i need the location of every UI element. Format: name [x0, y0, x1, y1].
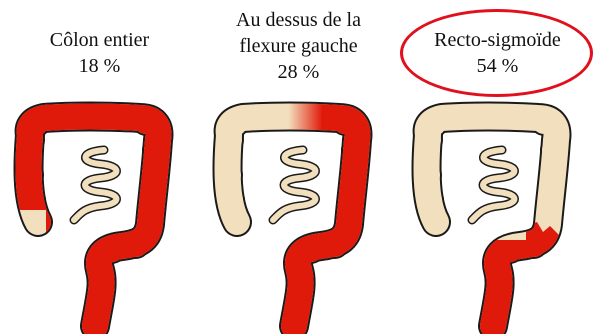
panel-above-left-flexure: Au dessus de la flexure gauche 28 %	[199, 0, 398, 334]
colon-group	[413, 102, 568, 326]
panel-whole-colon: Côlon entier 18 %	[0, 0, 199, 334]
colon-affected-segment	[216, 104, 367, 326]
colon-affected-segment	[17, 104, 168, 326]
colon-group	[214, 102, 369, 326]
colon-affected-segment	[415, 104, 566, 326]
colon-illustration-whole	[0, 0, 199, 334]
panel-rectosigmoid: Recto-sigmoïde 54 %	[398, 0, 597, 334]
colon-illustration-left-flexure	[199, 0, 398, 334]
colon-illustration-rectosigmoid	[398, 0, 597, 334]
colon-group	[15, 102, 170, 326]
